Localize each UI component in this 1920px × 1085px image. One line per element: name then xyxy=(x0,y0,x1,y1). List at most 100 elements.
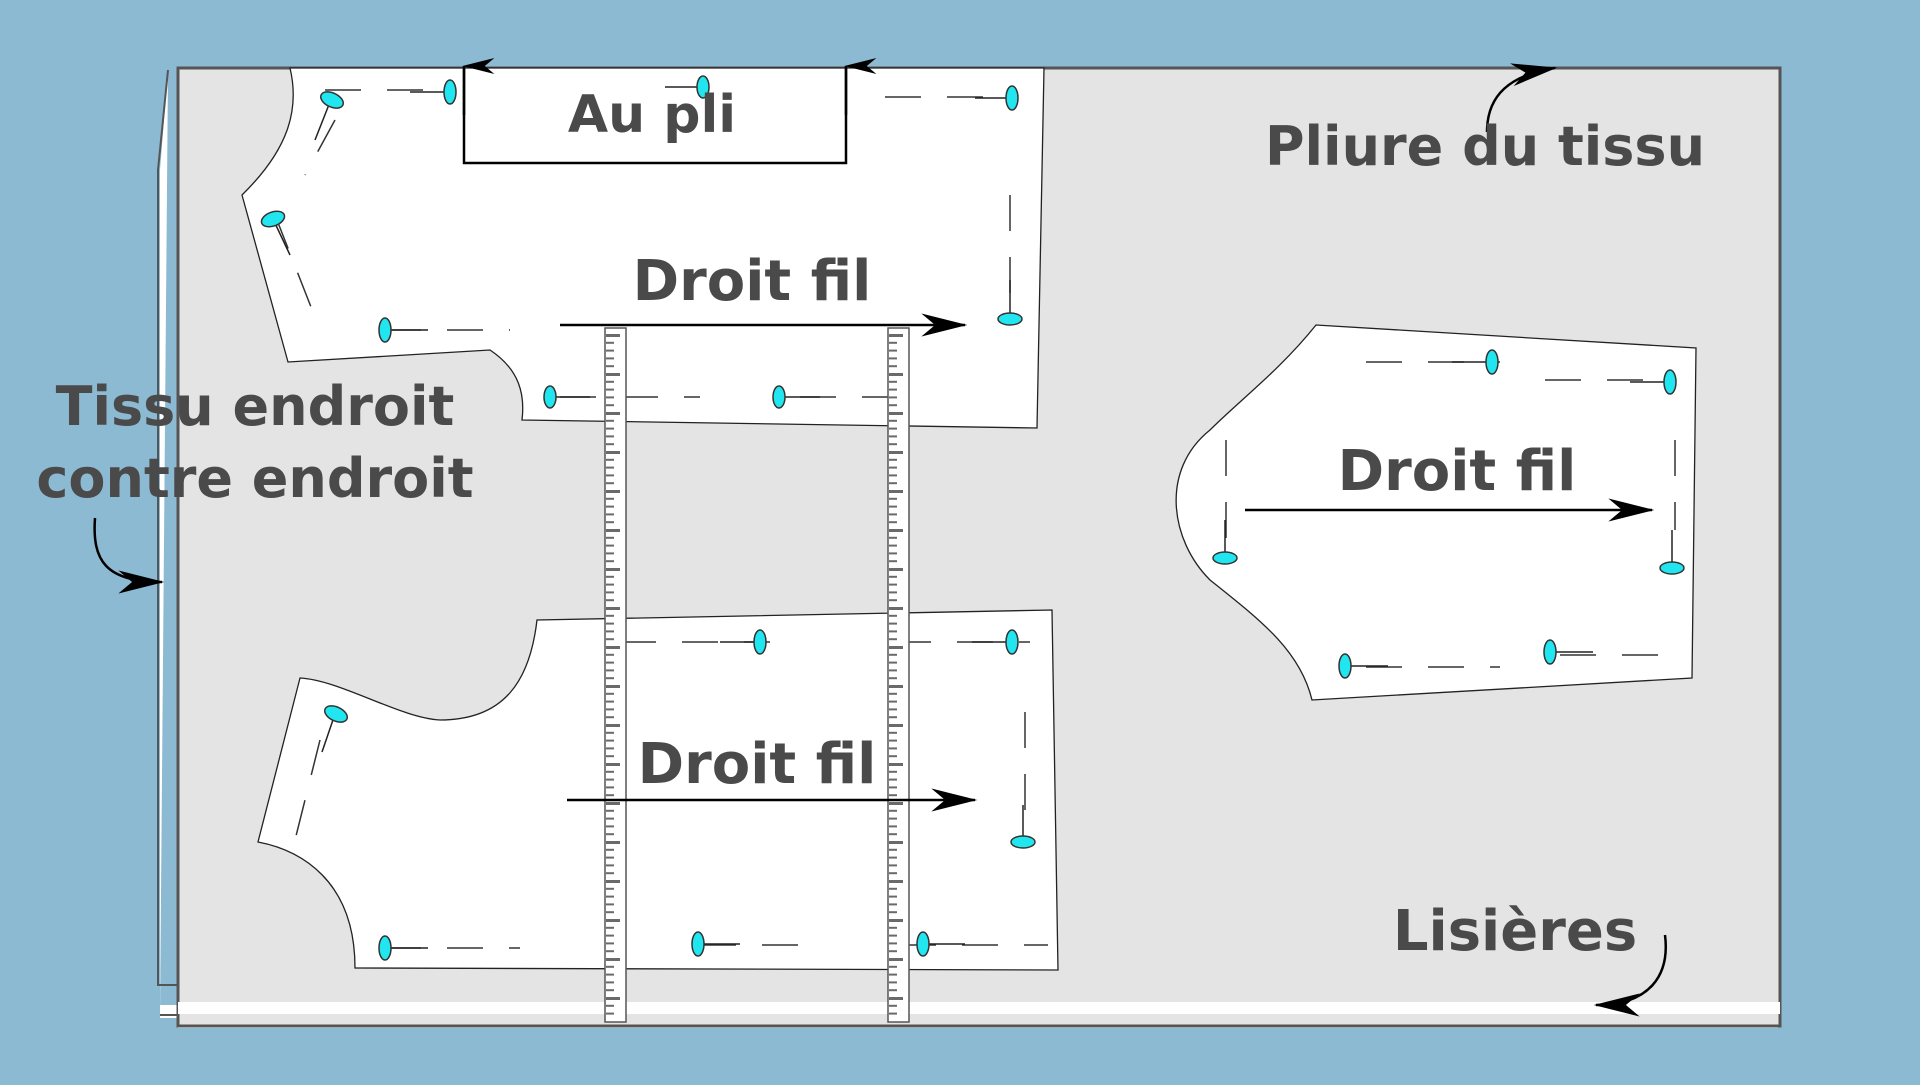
ruler-tick xyxy=(889,638,897,641)
ruler-tick xyxy=(606,841,620,844)
ruler-icon xyxy=(604,327,627,1023)
ruler-tick xyxy=(889,497,897,500)
arrow-icon xyxy=(93,517,165,594)
ruler-tick xyxy=(889,763,903,766)
ruler-tick xyxy=(889,786,897,789)
ruler-tick xyxy=(889,809,897,812)
pins xyxy=(260,75,1685,961)
ruler-tick xyxy=(889,490,903,493)
ruler-tick xyxy=(889,903,897,906)
ruler-tick xyxy=(889,716,897,719)
ruler-tick xyxy=(606,989,614,992)
pin-icon xyxy=(1212,520,1238,565)
ruler-tick xyxy=(889,474,897,477)
pin-icon xyxy=(1659,530,1685,575)
ruler-tick xyxy=(889,856,897,859)
selvedge-strip xyxy=(178,1002,1780,1014)
ruler-tick xyxy=(889,427,897,430)
pin-icon xyxy=(543,385,590,409)
ruler-tick xyxy=(606,630,614,633)
ruler-tick xyxy=(606,708,614,711)
ruler-tick xyxy=(606,490,620,493)
ruler-tick xyxy=(606,638,614,641)
ruler-tick xyxy=(606,607,620,610)
pin-icon xyxy=(378,317,428,343)
ruler-tick xyxy=(889,458,897,461)
ruler-tick xyxy=(606,365,614,368)
ruler-tick xyxy=(606,731,614,734)
ruler-tick xyxy=(606,388,614,391)
ruler-tick xyxy=(889,1012,897,1015)
pattern-piece-sleeve xyxy=(1175,324,1697,701)
ruler-tick xyxy=(889,513,897,516)
ruler-tick xyxy=(606,973,614,976)
ruler-tick xyxy=(606,770,614,773)
ruler-tick xyxy=(606,942,614,945)
ruler-tick xyxy=(889,568,903,571)
ruler-tick xyxy=(606,997,620,1000)
ruler-tick xyxy=(606,700,614,703)
ruler-tick xyxy=(606,373,620,376)
ruler-tick xyxy=(606,669,614,672)
pin-icon xyxy=(1010,805,1036,849)
ruler-tick xyxy=(889,817,897,820)
ruler-tick xyxy=(889,973,897,976)
ruler-tick xyxy=(889,630,897,633)
pin-icon xyxy=(916,931,965,957)
ruler-tick xyxy=(606,833,614,836)
ruler-tick xyxy=(889,997,903,1000)
ruler-tick xyxy=(889,919,903,922)
ruler-tick xyxy=(606,825,614,828)
ruler-tick xyxy=(606,802,620,805)
pin-icon xyxy=(691,931,740,957)
ruler-tick xyxy=(889,669,897,672)
ruler-tick xyxy=(606,380,614,383)
ruler-tick xyxy=(606,419,614,422)
ruler-tick xyxy=(889,692,897,695)
ruler-tick xyxy=(606,544,614,547)
ruler-tick xyxy=(606,614,614,617)
ruler-tick xyxy=(889,451,903,454)
ruler-tick xyxy=(889,544,897,547)
ruler-tick xyxy=(606,412,620,415)
ruler-tick xyxy=(889,529,903,532)
ruler-tick xyxy=(889,443,897,446)
ruler-tick xyxy=(889,887,897,890)
label-au-pli: Au pli xyxy=(568,85,736,145)
pin-icon xyxy=(720,629,767,655)
ruler-tick xyxy=(606,451,620,454)
ruler-tick xyxy=(606,575,614,578)
ruler-tick xyxy=(606,568,620,571)
ruler-tick xyxy=(606,958,620,961)
fold-bracket xyxy=(462,58,877,165)
ruler-tick xyxy=(606,529,620,532)
pin-icon xyxy=(378,935,428,961)
ruler-tick xyxy=(889,373,903,376)
ruler-tick xyxy=(889,802,903,805)
ruler-tick xyxy=(606,794,614,797)
ruler-tick xyxy=(606,341,614,344)
ruler-tick xyxy=(889,911,897,914)
ruler-tick xyxy=(606,1012,614,1015)
ruler-tick xyxy=(889,435,897,438)
arrow-icon xyxy=(1593,934,1667,1017)
pin-icon xyxy=(321,705,349,753)
ruler-tick xyxy=(606,786,614,789)
ruler-tick xyxy=(889,989,897,992)
ruler-tick xyxy=(889,841,903,844)
ruler-tick xyxy=(606,427,614,430)
ruler-tick xyxy=(889,622,897,625)
ruler-tick xyxy=(606,809,614,812)
pin-icon xyxy=(1452,349,1499,375)
ruler-tick xyxy=(889,700,897,703)
ruler-tick xyxy=(606,653,614,656)
ruler-tick xyxy=(889,591,897,594)
ruler-tick xyxy=(889,388,897,391)
ruler-tick xyxy=(889,848,897,851)
ruler-tick xyxy=(889,505,897,508)
ruler-tick xyxy=(606,848,614,851)
ruler-tick xyxy=(889,646,903,649)
ruler-tick xyxy=(606,739,614,742)
